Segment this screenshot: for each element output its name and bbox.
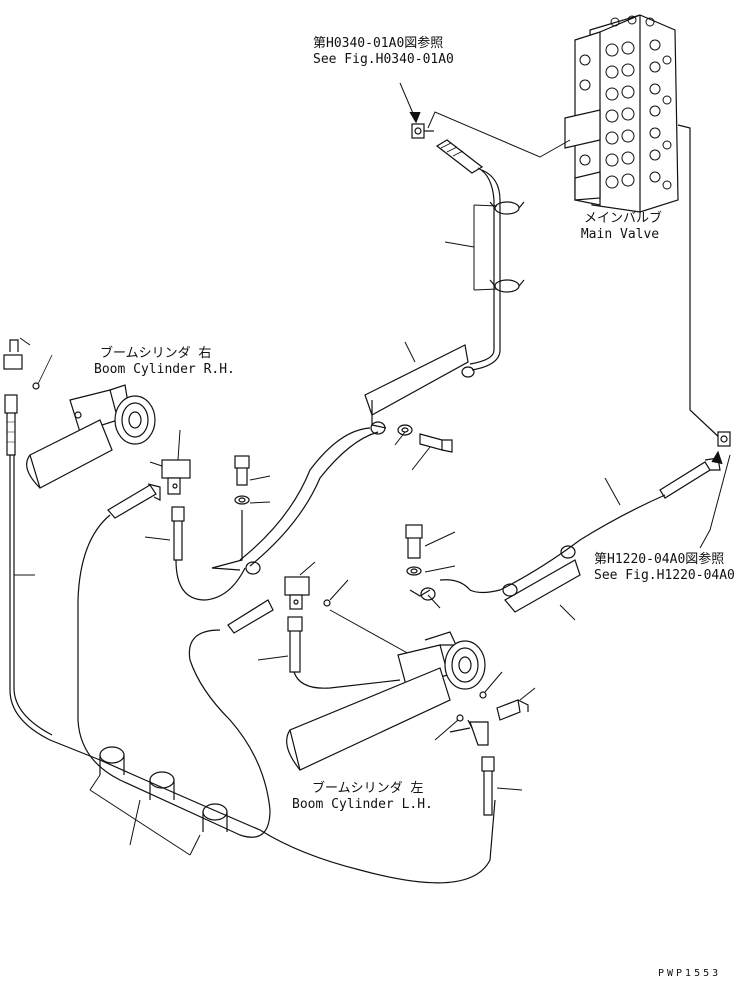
bracket-plate [364,344,475,435]
hose-fitting-center [171,506,185,561]
tee-fitting-mid [284,561,316,610]
boom-lh-en: Boom Cylinder L.H. [292,797,433,812]
hose-fitting-mid-left [107,483,161,519]
ref-right-jp: 第H1220-04A0図参照 [594,552,725,567]
hose-fitting-lower-center [287,616,303,673]
boom-cylinder-rh [26,384,156,489]
clamp-mid [211,510,261,575]
ref-top-en: See Fig.H0340-01A0 [313,52,454,67]
ref-right-en: See Fig.H1220-04A0 [594,568,735,583]
main-valve-jp: メインバルブ [583,211,662,226]
hose-fitting-lh [481,756,495,816]
hose-fitting-right [659,457,721,499]
hose-fitting-mid [227,599,274,634]
boom-rh-jp: ブームシリンダ 右 [100,346,212,361]
bolt-4 [496,699,529,721]
clamp-lower-mid [409,587,436,601]
main-valve [564,14,679,213]
clamp-top-1 [489,201,525,215]
bolt-2 [234,455,250,486]
clamp-bottom-2 [149,771,175,800]
drawing-code: PWP1553 [658,968,722,979]
elbow-fitting-lh [449,719,489,746]
clamp-right-lower [502,545,581,613]
tee-fitting-top [411,123,434,139]
tee-fitting-rh [149,429,191,495]
boom-rh-en: Boom Cylinder R.H. [94,362,235,377]
main-valve-en: Main Valve [580,227,660,242]
boom-lh-jp: ブームシリンダ 左 [312,781,424,796]
clamp-top-2 [489,279,525,293]
hose-fitting-left [4,394,18,456]
hose-fitting-top [435,139,484,174]
clamp-bottom-1 [99,746,125,775]
boom-cylinder-lh [286,631,486,771]
elbow-fitting-rh [3,339,53,390]
bolt-1 [419,433,453,453]
elbow-fitting-right [717,431,731,447]
clamp-bottom-3 [202,803,228,832]
bolt-3 [405,524,423,559]
ref-top-jp: 第H0340-01A0図参照 [313,36,444,51]
